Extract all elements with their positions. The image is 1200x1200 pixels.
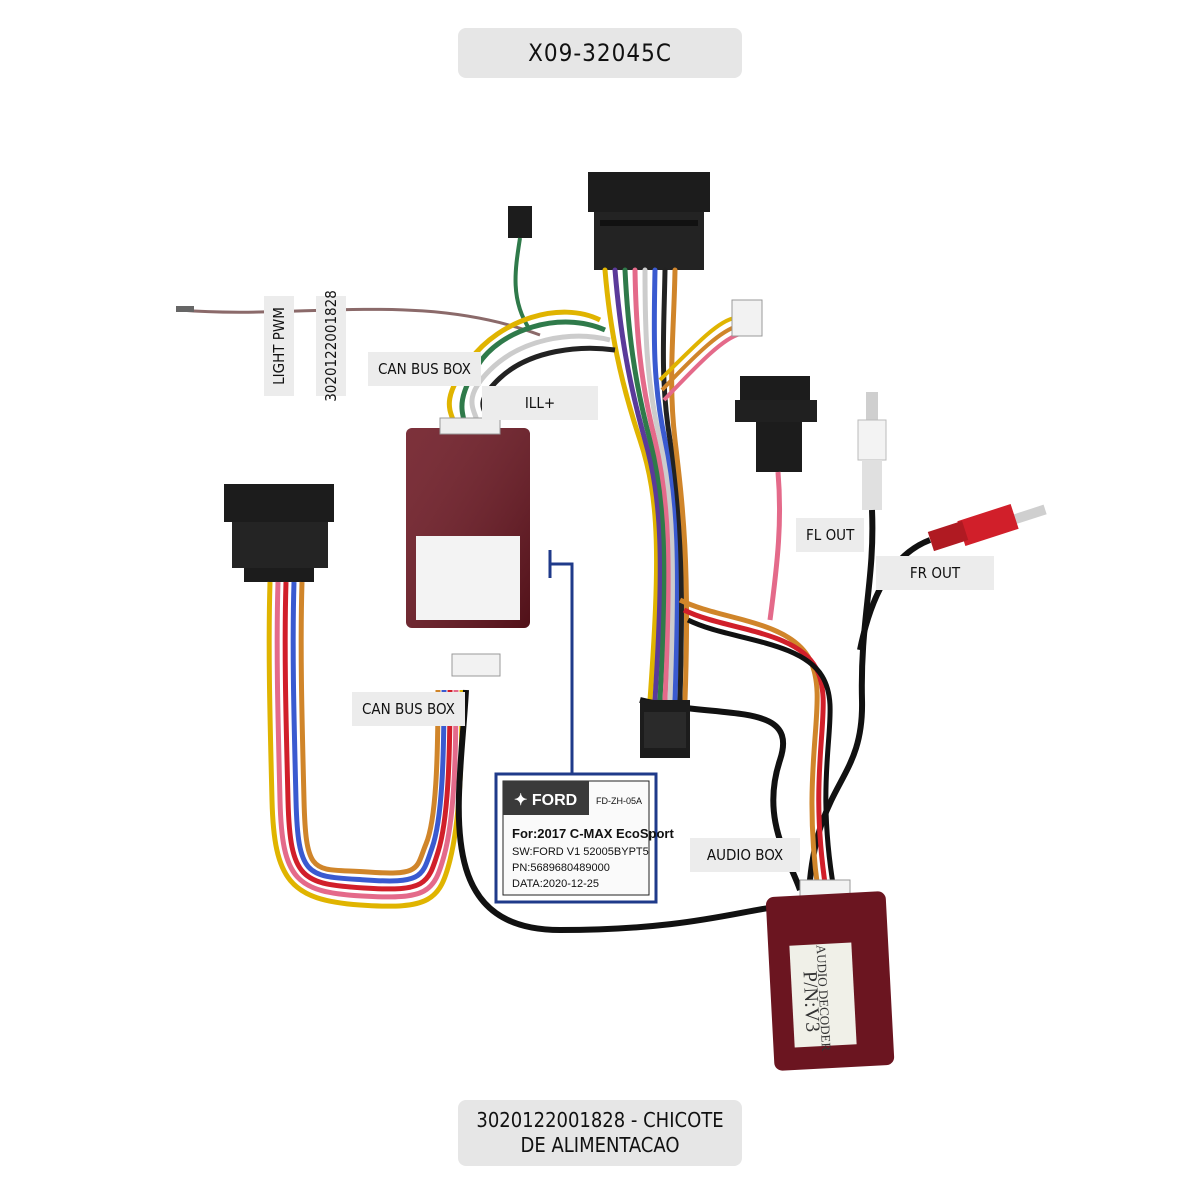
left-vehicle-connector <box>224 484 334 582</box>
ford-brand-text: ✦ FORD <box>514 792 578 809</box>
main-connector-top <box>588 172 710 270</box>
ford-logo-icon: ✦ <box>514 792 528 809</box>
audio-decoder-line2: P/N:V3 <box>798 970 824 1033</box>
ford-pn-line: PN:5689680489000 <box>512 862 610 874</box>
ford-sw-line: SW:FORD V1 52005BYPT5 <box>512 846 649 858</box>
footer-line-1: 3020122001828 - CHICOTE <box>476 1108 724 1132</box>
part-number-title: X09-32045C <box>458 28 742 78</box>
can-bus-box-tag-left: CAN BUS BOX <box>352 692 465 726</box>
footer-caption: 3020122001828 - CHICOTE DE ALIMENTACAO <box>458 1100 742 1166</box>
rca-red-plug <box>927 503 1047 552</box>
footer-line-2: DE ALIMENTACAO <box>520 1133 680 1157</box>
ford-model-code: FD-ZH-05A <box>596 796 643 806</box>
fr-out-tag: FR OUT <box>876 556 994 590</box>
audio-box-tag: AUDIO BOX <box>690 838 800 872</box>
light-pwm-code-tag: 3020122001828 <box>316 290 346 402</box>
rca-white-plug <box>857 392 887 510</box>
can-bus-box-tag-top: CAN BUS BOX <box>368 352 481 386</box>
audio-decoder-box <box>765 879 895 1071</box>
fl-out-tag: FL OUT <box>796 518 865 552</box>
fl-out-connector <box>735 376 817 472</box>
ford-for-line: For:2017 C-MAX EcoSport <box>512 826 674 841</box>
radio-connector-bottom <box>640 700 690 758</box>
light-pwm-tag: LIGHT PWM <box>264 296 294 396</box>
ill-plus-tag: ILL+ <box>482 386 598 420</box>
can-bus-box <box>406 417 530 628</box>
ford-date-line: DATA:2020-12-25 <box>512 878 600 890</box>
label-callout-line <box>548 550 574 774</box>
